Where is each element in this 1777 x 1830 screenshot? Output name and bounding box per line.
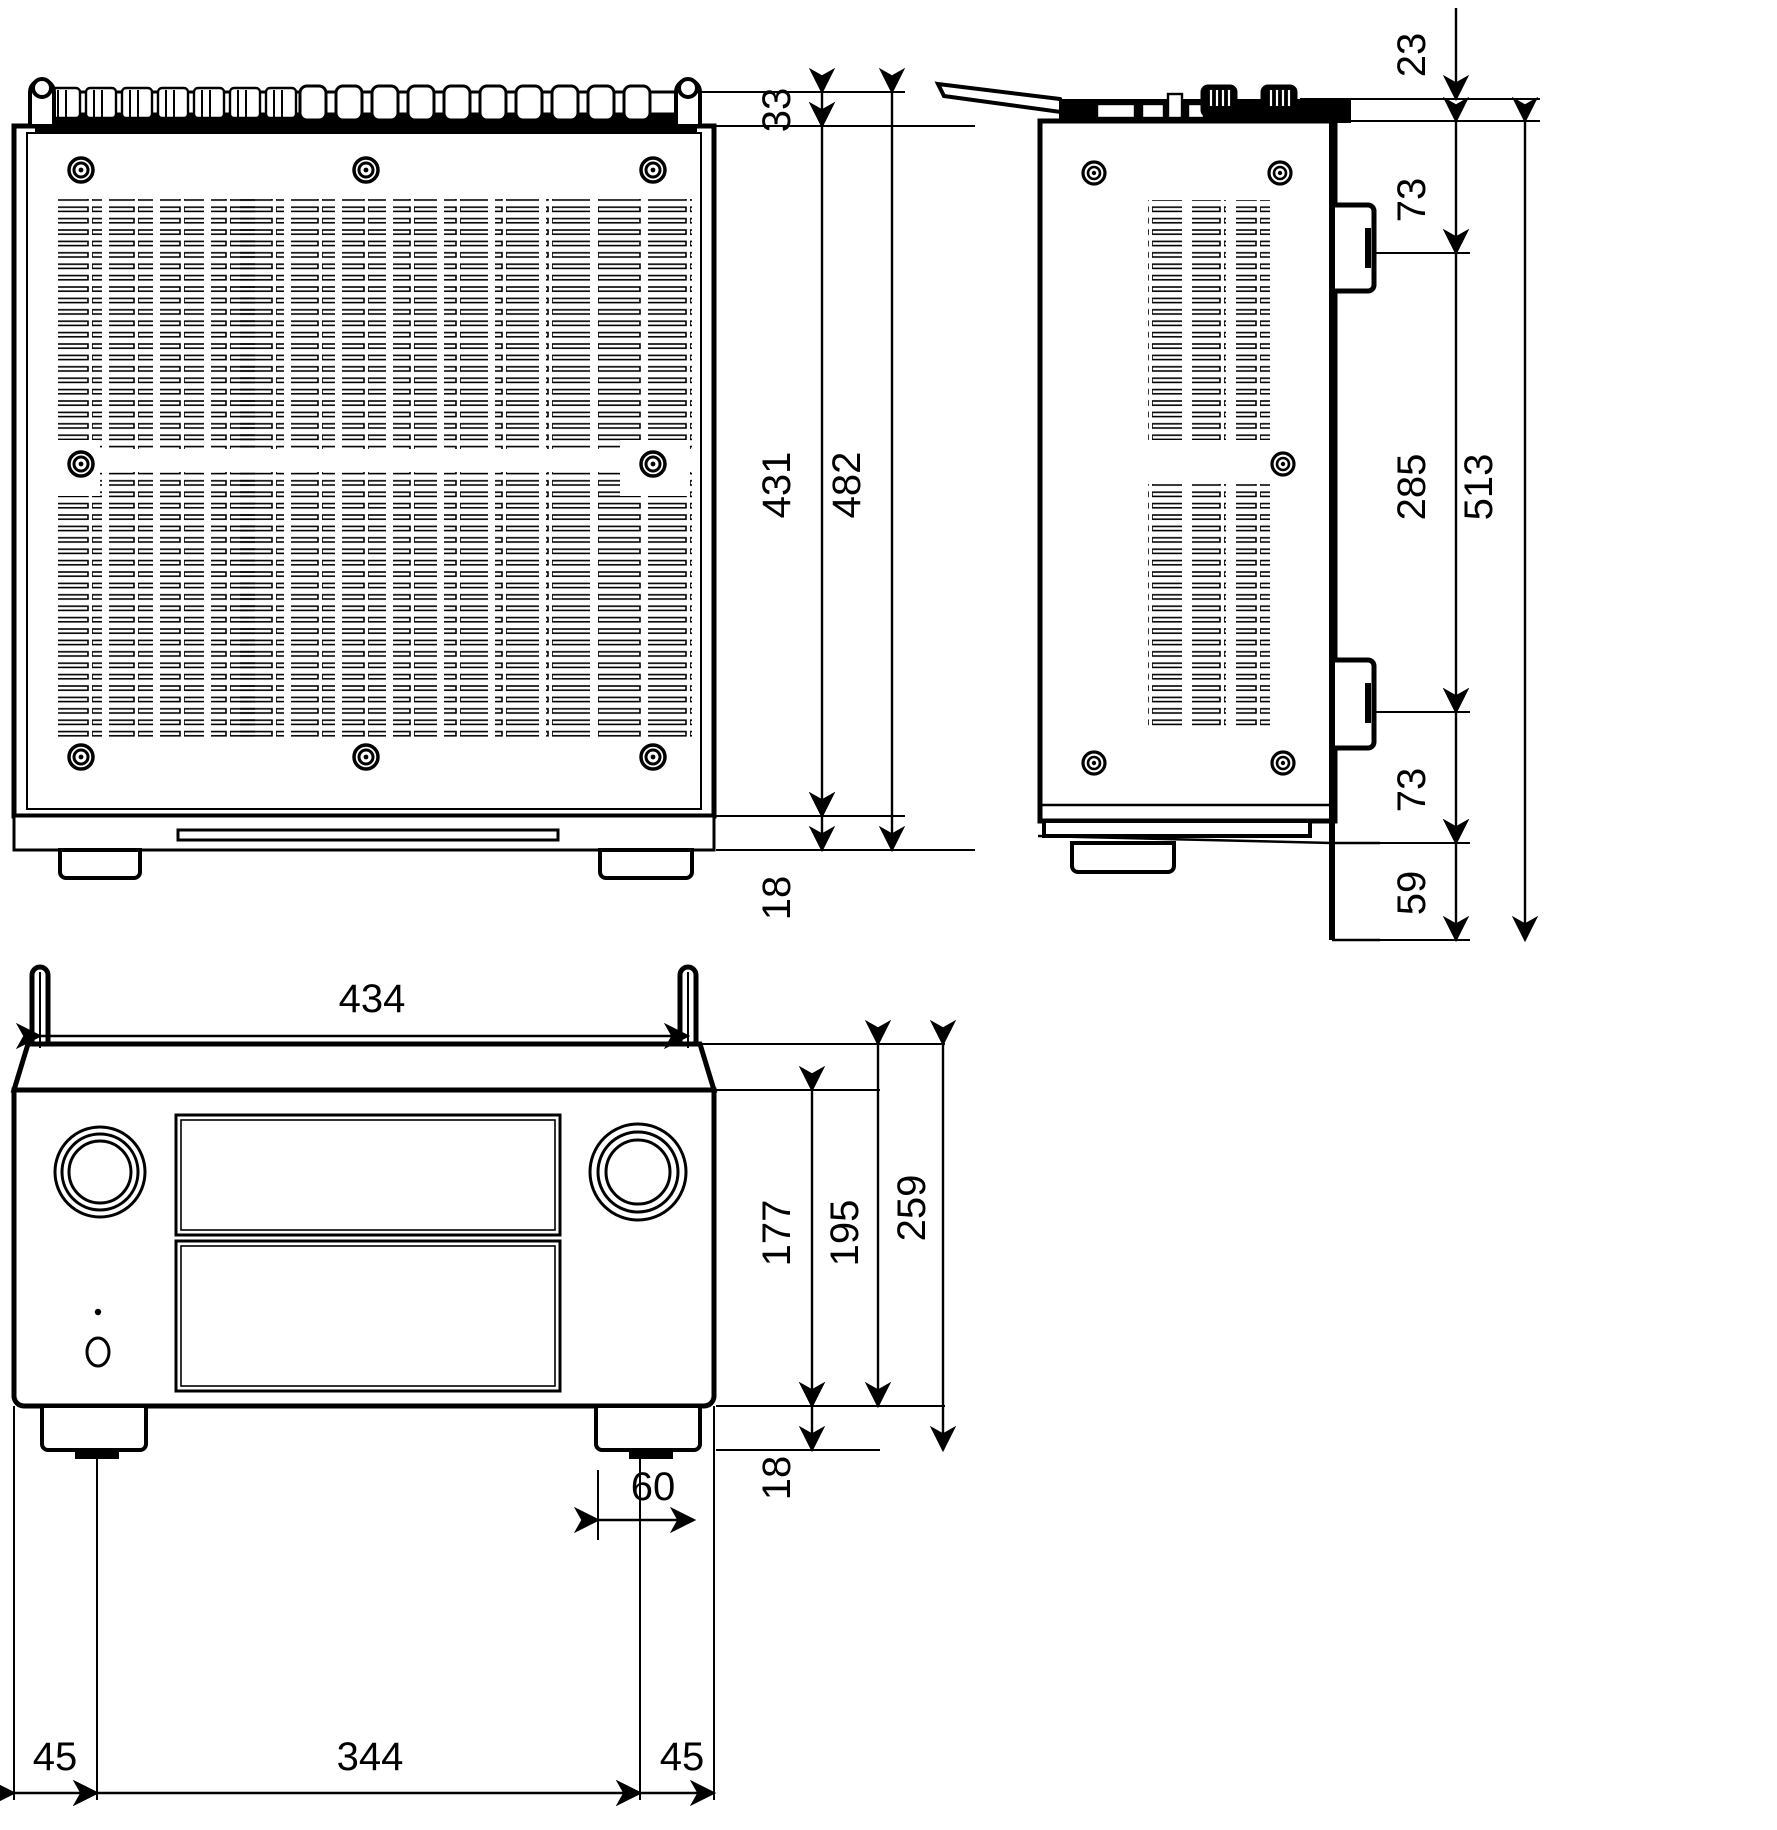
dimension-value-side-285: 285 — [1390, 454, 1434, 521]
dimension-value-front-344: 344 — [337, 1735, 404, 1779]
dimension-value-top-18: 18 — [755, 876, 799, 921]
front-view-dimension-labels: 434 177 195 259 18 60 45 344 45 — [33, 977, 934, 1779]
side-view-dimension-labels: 23 73 285 513 73 59 — [1390, 33, 1501, 916]
side-view-screw — [1081, 160, 1296, 776]
dimension-value-top-482: 482 — [825, 452, 869, 519]
dimension-value-side-73-bottom: 73 — [1390, 768, 1434, 813]
front-view-group: 434 177 195 259 18 60 45 344 45 — [0, 964, 957, 1807]
dimension-value-side-513: 513 — [1457, 454, 1501, 521]
top-view-corner-ear-left — [28, 77, 56, 128]
side-view-front-panel-detail — [1329, 121, 1377, 940]
top-view-corner-ear-right — [674, 77, 702, 128]
dimension-value-top-33: 33 — [755, 88, 799, 133]
front-view-power-button[interactable] — [85, 1336, 111, 1368]
dimension-value-side-59: 59 — [1390, 871, 1434, 916]
dimension-value-top-431: 431 — [755, 452, 799, 519]
antenna-icon — [934, 81, 1072, 116]
front-view-door-panel[interactable] — [174, 1239, 562, 1393]
top-view-vent-grille — [40, 199, 692, 737]
front-view-volume-knob-right[interactable] — [588, 1122, 688, 1222]
top-view-dimension-lines — [696, 67, 975, 853]
front-view-volume-knob-left[interactable] — [53, 1125, 147, 1219]
dimension-value-front-60: 60 — [631, 1465, 676, 1509]
side-view-rear-details — [934, 81, 1351, 123]
dimension-value-front-259: 259 — [890, 1175, 934, 1242]
top-view-screw — [67, 156, 667, 771]
top-view-group: 33 431 482 18 — [11, 67, 975, 921]
front-view-standby-indicator — [94, 1308, 102, 1316]
side-view-base-and-foot — [1037, 803, 1380, 942]
front-view-display-window — [174, 1113, 562, 1237]
dimension-value-front-177: 177 — [755, 1200, 799, 1267]
top-view-rear-connector-band — [28, 77, 702, 133]
dimension-value-front-45-right: 45 — [660, 1735, 705, 1779]
side-view-dimension-lines — [1300, 8, 1540, 943]
dimension-value-front-195: 195 — [823, 1200, 867, 1267]
side-view-vent-grille — [1130, 200, 1310, 730]
top-view-dimension-labels: 33 431 482 18 — [755, 88, 869, 921]
dimension-value-side-73-top: 73 — [1390, 178, 1434, 223]
front-view-top-bevel — [10, 1041, 718, 1093]
front-view-foot-left — [40, 1404, 148, 1459]
side-view-group: 23 73 285 513 73 59 — [934, 8, 1540, 943]
front-view-dimension-lines — [0, 972, 957, 1807]
dimension-value-front-18: 18 — [755, 1456, 799, 1501]
dimension-value-front-45-left: 45 — [33, 1735, 78, 1779]
dimension-value-front-434: 434 — [339, 977, 406, 1021]
top-view-front-face — [12, 814, 716, 880]
front-view-foot-right — [594, 1404, 702, 1459]
dimension-value-side-23: 23 — [1390, 33, 1434, 78]
